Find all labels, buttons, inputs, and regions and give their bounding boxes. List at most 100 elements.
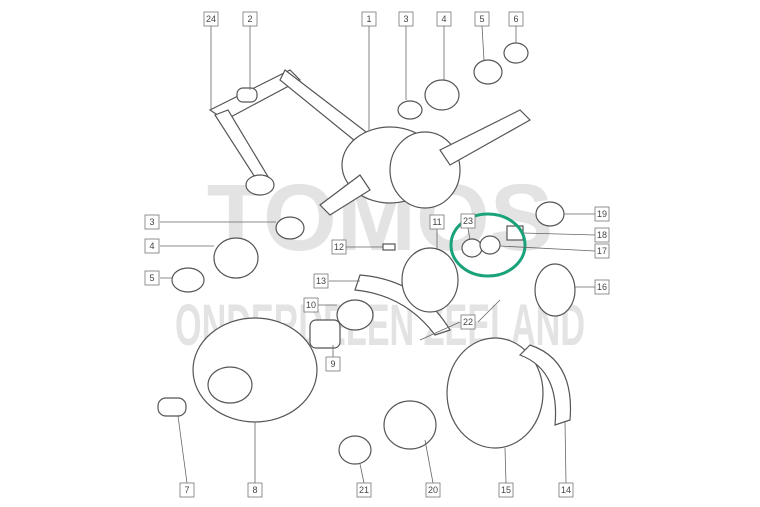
- callout-number: 14: [561, 485, 571, 495]
- callout-20: 20: [425, 482, 441, 498]
- callout-11: 11: [429, 214, 445, 230]
- callout-box: [179, 482, 195, 498]
- callout-number: 12: [334, 242, 344, 252]
- bearing-19: [535, 201, 565, 227]
- callout-number: 15: [501, 485, 511, 495]
- washer-23: [461, 238, 483, 258]
- crank-pin: [245, 174, 275, 196]
- callout-number: 21: [359, 485, 369, 495]
- washer-10: [336, 299, 374, 331]
- leader-lines: [160, 25, 596, 484]
- callout-number: 23: [463, 216, 473, 226]
- crank-shaft-right: [439, 109, 531, 166]
- callout-6: 6: [508, 11, 524, 27]
- callout-3a: 3: [398, 11, 414, 27]
- callout-box: [303, 297, 319, 313]
- callout-17: 17: [594, 243, 610, 259]
- callout-box: [594, 206, 610, 222]
- callout-15: 15: [498, 482, 514, 498]
- callout-number: 7: [184, 485, 189, 495]
- callout-box: [331, 239, 347, 255]
- callout-number: 19: [597, 209, 607, 219]
- callout-number: 4: [149, 241, 154, 251]
- lockwasher-16: [534, 263, 576, 317]
- callout-10: 10: [303, 297, 319, 313]
- callout-number: 20: [428, 485, 438, 495]
- callout-number: 1: [366, 14, 371, 24]
- callout-number: 6: [513, 14, 518, 24]
- callout-23: 23: [460, 213, 476, 229]
- callout-box: [436, 11, 452, 27]
- callout-box: [460, 314, 476, 330]
- circlip-21: [338, 435, 372, 465]
- callout-box: [460, 213, 476, 229]
- callout-number: 3: [149, 217, 154, 227]
- crank-web-2: [389, 131, 461, 209]
- callout-number: 5: [479, 14, 484, 24]
- callout-box: [313, 273, 329, 289]
- callout-number: 10: [306, 300, 316, 310]
- clutch-drum-8: [192, 317, 318, 423]
- callout-4a: 4: [436, 11, 452, 27]
- highlight-circle: [449, 212, 527, 278]
- callout-box: [429, 214, 445, 230]
- parts: [157, 42, 576, 465]
- shoe-13: [354, 274, 451, 336]
- callout-number: 2: [247, 14, 252, 24]
- hub-11: [401, 247, 459, 313]
- callout-3b: 3: [144, 214, 160, 230]
- callout-box: [398, 11, 414, 27]
- callout-box: [247, 482, 263, 498]
- callout-number: 16: [597, 282, 607, 292]
- callout-box: [558, 482, 574, 498]
- callout-box: [242, 11, 258, 27]
- callout-2: 2: [242, 11, 258, 27]
- callout-number: 3: [403, 14, 408, 24]
- callout-box: [425, 482, 441, 498]
- callout-box: [498, 482, 514, 498]
- belt-15: [446, 337, 544, 449]
- callout-22: 22: [460, 314, 476, 330]
- key-12: [382, 243, 396, 251]
- callout-box: [356, 482, 372, 498]
- washer-3-top: [397, 100, 423, 120]
- cover-14: [518, 344, 572, 426]
- callout-box: [361, 11, 377, 27]
- callout-box: [144, 214, 160, 230]
- callout-18: 18: [594, 227, 610, 243]
- callout-number: 8: [252, 485, 257, 495]
- callout-number: 9: [330, 359, 335, 369]
- callout-1: 1: [361, 11, 377, 27]
- bearing-4: [213, 237, 259, 279]
- callout-number: 22: [463, 317, 473, 327]
- callout-5b: 5: [144, 270, 160, 286]
- callout-number: 5: [149, 273, 154, 283]
- callout-number: 13: [316, 276, 326, 286]
- callout-box: [594, 279, 610, 295]
- callout-box: [144, 270, 160, 286]
- callout-16: 16: [594, 279, 610, 295]
- callout-box: [144, 238, 160, 254]
- callout-box: [474, 11, 490, 27]
- callout-number: 4: [441, 14, 446, 24]
- callout-number: 18: [597, 230, 607, 240]
- pin-2: [236, 87, 258, 103]
- callout-number: 11: [432, 217, 441, 227]
- callout-19: 19: [594, 206, 610, 222]
- callout-24: 24: [203, 11, 219, 27]
- crank-shaft-left: [319, 174, 371, 216]
- callout-box: [508, 11, 524, 27]
- callout-box: [594, 243, 610, 259]
- needle-bearing-9: [309, 319, 341, 349]
- callout-4b: 4: [144, 238, 160, 254]
- callout-5a: 5: [474, 11, 490, 27]
- washer-3: [275, 216, 305, 240]
- callout-13: 13: [313, 273, 329, 289]
- bush-7: [157, 397, 187, 417]
- callout-8: 8: [247, 482, 263, 498]
- callout-box: [594, 227, 610, 243]
- callout-9: 9: [325, 356, 341, 372]
